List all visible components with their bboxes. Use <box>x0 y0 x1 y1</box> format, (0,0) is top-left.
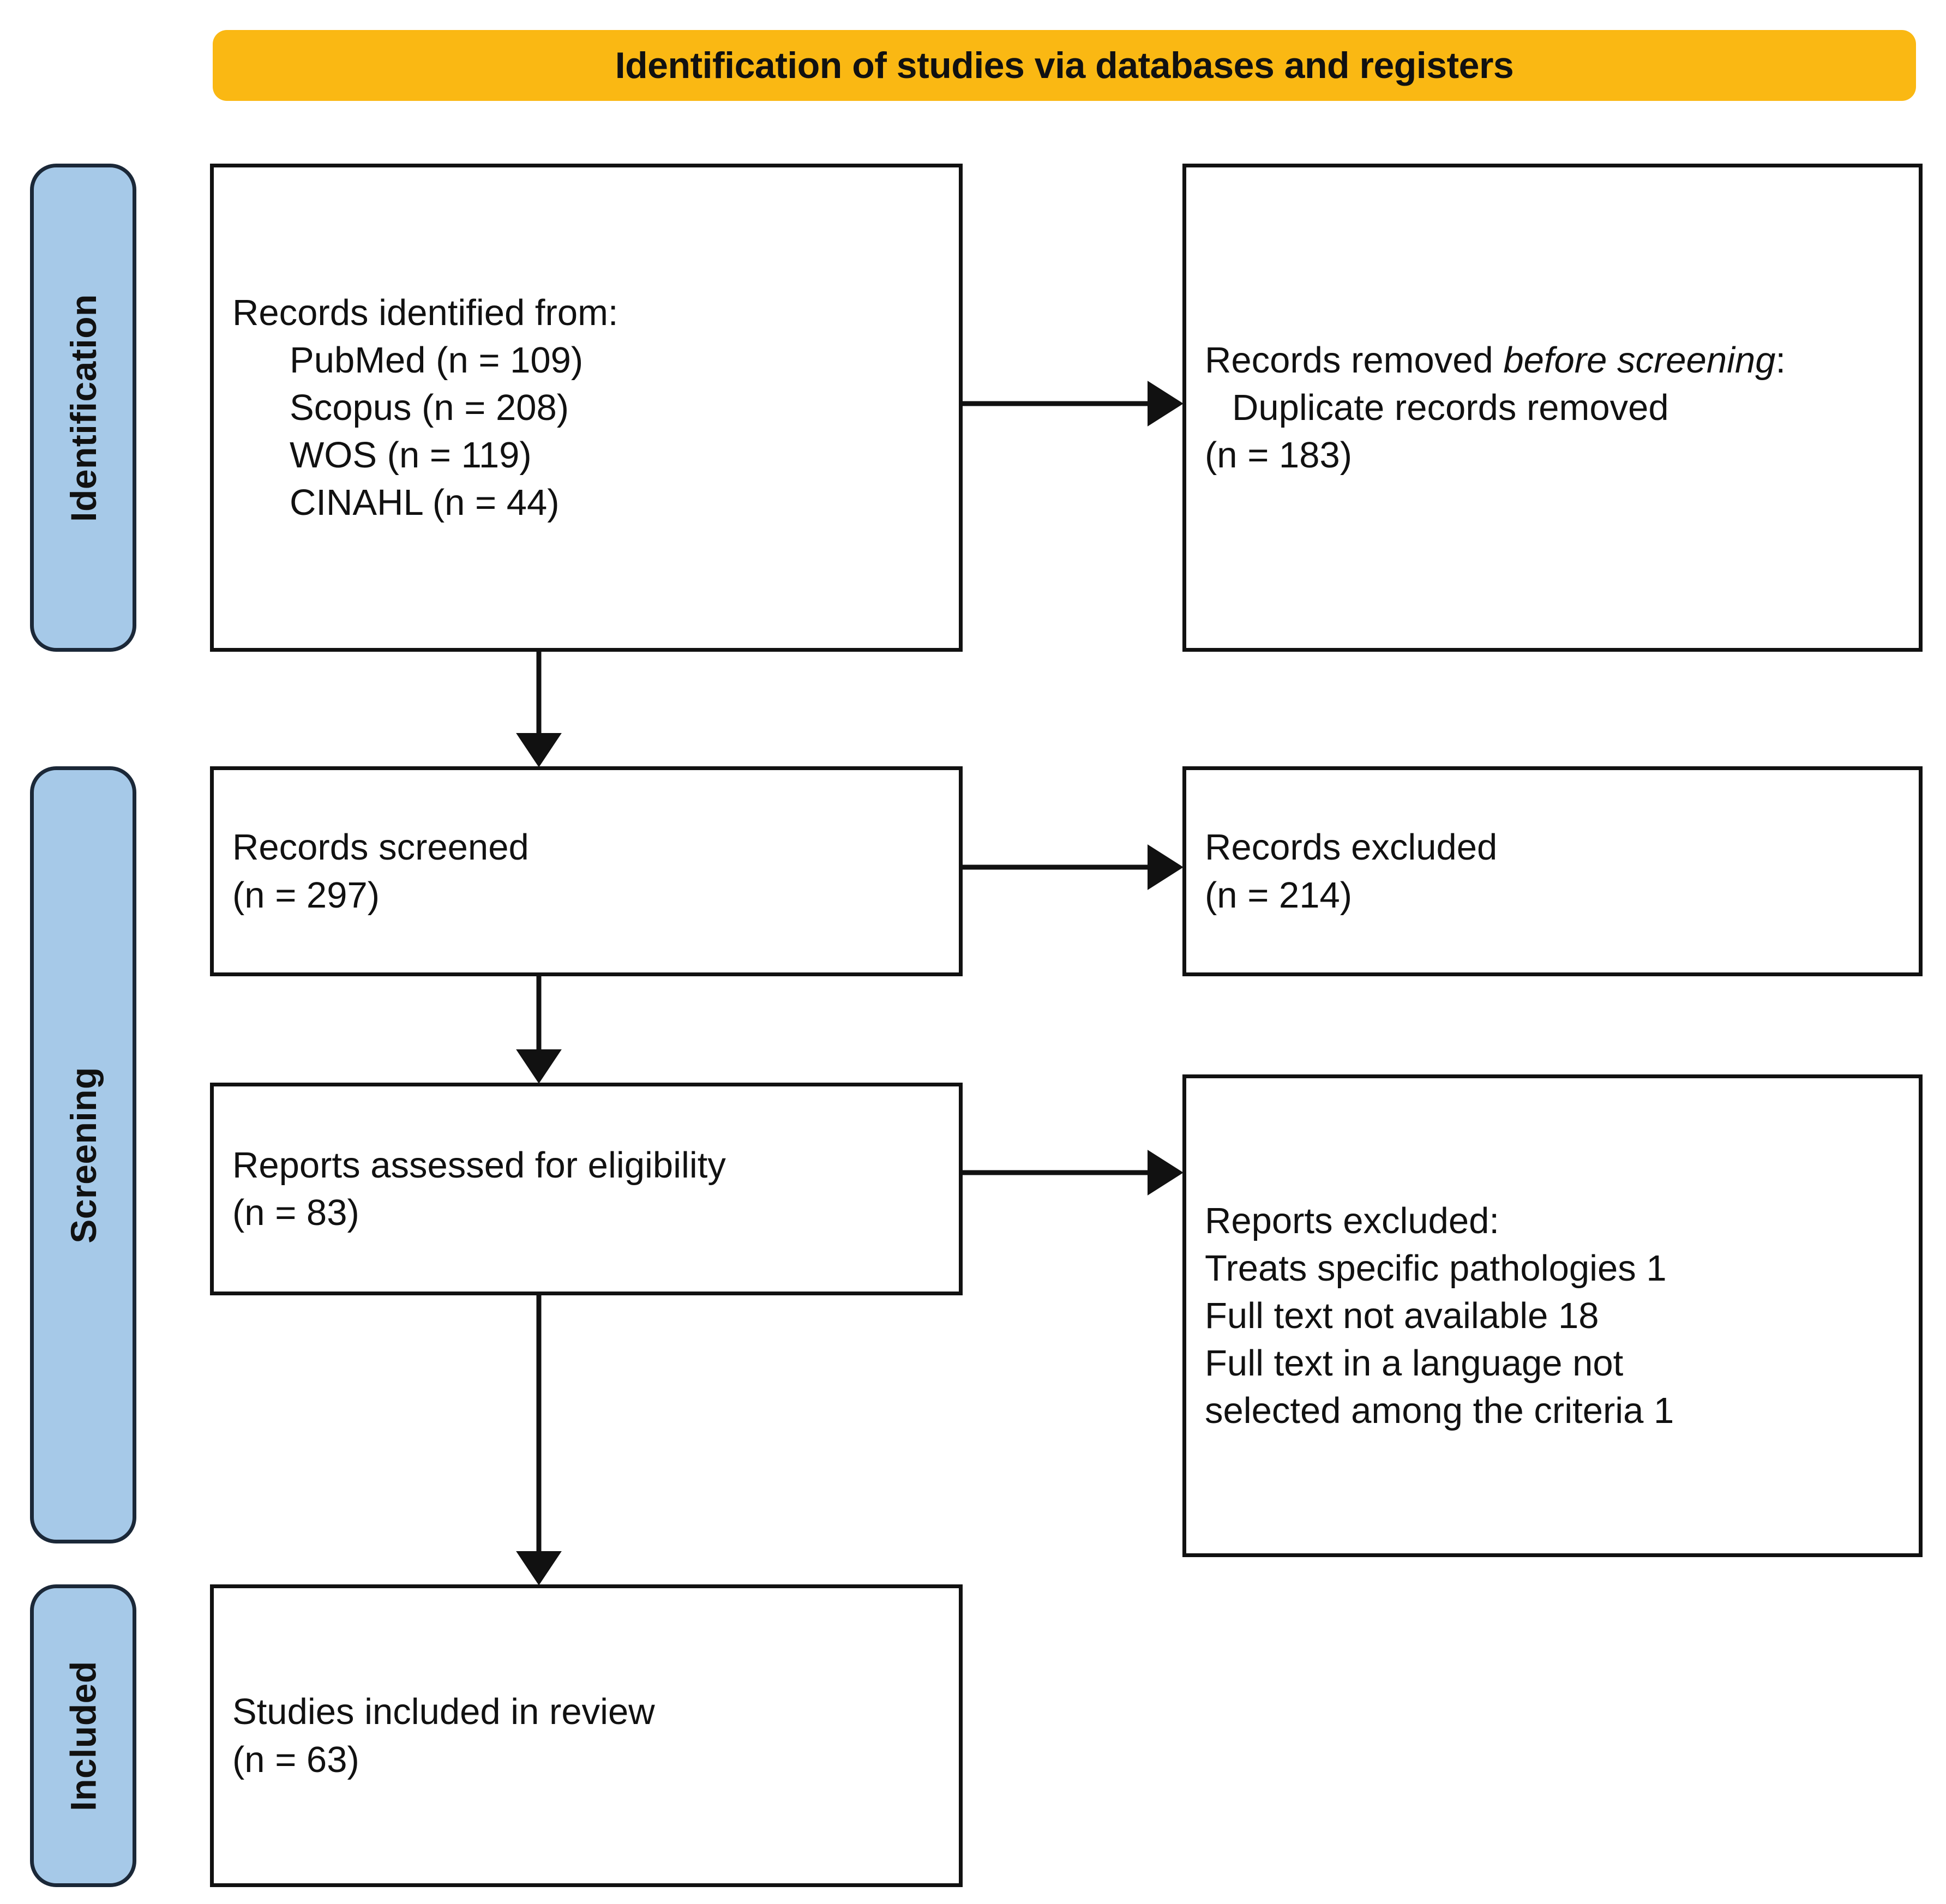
reports-excluded-reason-pathologies: Treats specific pathologies 1 <box>1205 1247 1667 1289</box>
records-identified-heading: Records identified from: <box>232 292 618 333</box>
box-records-excluded: Records excluded (n = 214) <box>1182 766 1923 976</box>
box-records-screened: Records screened (n = 297) <box>210 766 963 976</box>
box-records-identified: Records identified from: PubMed (n = 109… <box>210 164 963 652</box>
arrow-screened-to-records-excluded <box>963 844 1184 890</box>
duplicate-records-removed-label: Duplicate records removed <box>1232 387 1669 428</box>
source-cinahl: CINAHL (n = 44) <box>290 482 560 524</box>
box-studies-included: Studies included in review (n = 63) <box>210 1584 963 1887</box>
stage-label-identification: Identification <box>30 164 136 652</box>
arrow-eligibility-to-reports-excluded <box>963 1150 1184 1196</box>
records-excluded-label: Records excluded <box>1205 827 1498 868</box>
arrow-identified-to-screened <box>516 652 562 767</box>
stage-label-screening: Screening <box>30 766 136 1543</box>
stage-label-included: Included <box>30 1584 136 1887</box>
records-removed-heading-italic: before screening <box>1503 339 1776 381</box>
records-removed-heading-colon: : <box>1775 339 1786 381</box>
duplicate-records-removed-count: (n = 183) <box>1205 435 1353 476</box>
reports-excluded-reason-no-fulltext: Full text not available 18 <box>1205 1295 1599 1336</box>
arrow-eligibility-to-included <box>516 1295 562 1585</box>
records-excluded-count: (n = 214) <box>1205 874 1353 916</box>
box-reports-excluded: Reports excluded: Treats specific pathol… <box>1182 1074 1923 1557</box>
records-removed-heading-plain: Records removed <box>1205 339 1504 381</box>
arrow-identified-to-removed <box>963 381 1184 427</box>
source-scopus: Scopus (n = 208) <box>290 387 569 428</box>
diagram-header-banner: Identification of studies via databases … <box>213 30 1916 101</box>
studies-included-count: (n = 63) <box>232 1739 359 1780</box>
arrow-screened-to-eligibility <box>516 976 562 1084</box>
box-records-removed: Records removed before screening: Duplic… <box>1182 164 1923 652</box>
reports-assessed-label: Reports assessed for eligibility <box>232 1144 726 1186</box>
reports-assessed-count: (n = 83) <box>232 1192 359 1233</box>
page-title: Identification of studies via databases … <box>615 45 1514 86</box>
records-removed-heading: Records removed before screening: <box>1205 337 1900 384</box>
records-screened-label: Records screened <box>232 827 529 868</box>
box-reports-assessed-eligibility: Reports assessed for eligibility (n = 83… <box>210 1083 963 1295</box>
source-pubmed: PubMed (n = 109) <box>290 339 584 381</box>
reports-excluded-heading: Reports excluded: <box>1205 1200 1500 1241</box>
studies-included-label: Studies included in review <box>232 1691 655 1733</box>
records-screened-count: (n = 297) <box>232 874 380 916</box>
reports-excluded-reason-language-2: selected among the criteria 1 <box>1205 1390 1674 1432</box>
source-wos: WOS (n = 119) <box>290 435 532 476</box>
reports-excluded-reason-language-1: Full text in a language not <box>1205 1343 1624 1384</box>
